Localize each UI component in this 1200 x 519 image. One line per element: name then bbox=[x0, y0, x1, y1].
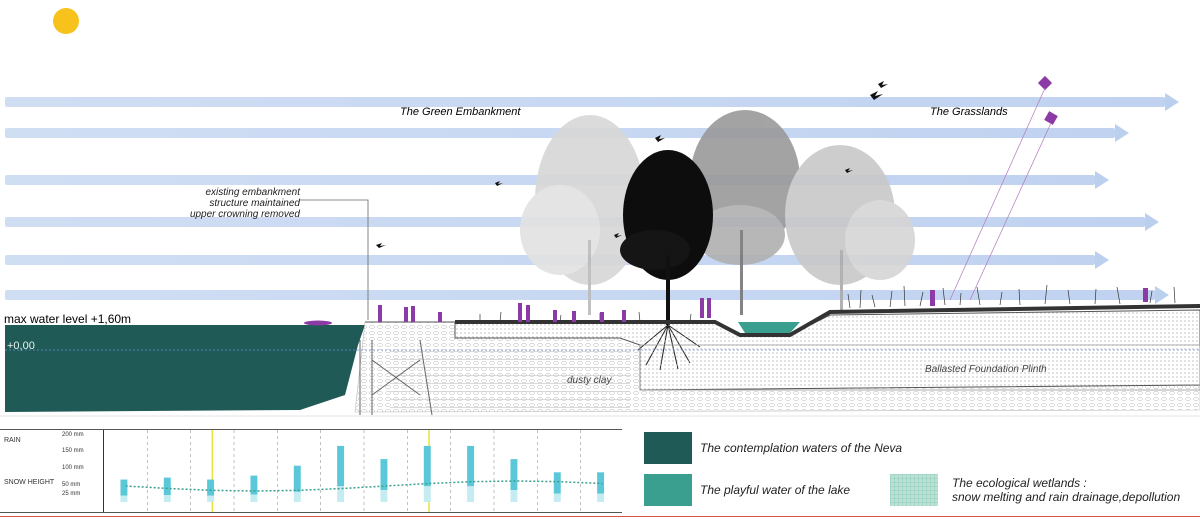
wind-arrow bbox=[5, 286, 1169, 304]
chart-bar-light bbox=[380, 489, 388, 502]
chart-row-rain: RAIN bbox=[4, 437, 21, 444]
chart-bar bbox=[337, 445, 345, 487]
grass-layer bbox=[455, 304, 1200, 337]
chart-bar-light bbox=[163, 495, 171, 502]
annotation-line-3: upper crowning removed bbox=[189, 209, 300, 220]
foundation-plinth bbox=[639, 344, 1200, 391]
climate-chart: RAIN SNOW HEIGHT 200 mm 150 mm 100 mm 50… bbox=[0, 429, 622, 513]
chart-bar bbox=[293, 465, 301, 492]
chart-tick: 200 mm bbox=[62, 432, 84, 438]
chart-bar-light bbox=[250, 494, 258, 502]
chart-bar-light bbox=[337, 486, 345, 502]
chart-bar-light bbox=[510, 489, 518, 502]
annotation-line-1: existing embankment bbox=[205, 187, 301, 198]
legend-wetlands-line-1: The ecological wetlands : bbox=[952, 476, 1087, 490]
green-embankment-title: The Green Embankment bbox=[400, 106, 521, 118]
trees-background bbox=[520, 110, 915, 315]
section-drawing bbox=[0, 75, 1200, 417]
chart-row-snow: SNOW HEIGHT bbox=[4, 479, 55, 486]
wind-arrow bbox=[5, 93, 1179, 111]
birds bbox=[376, 81, 888, 248]
legend-swatch-wetlands bbox=[890, 474, 938, 506]
chart-bar-light bbox=[597, 493, 605, 502]
lake-water bbox=[738, 322, 800, 333]
dusty-clay-label: dusty clay bbox=[567, 375, 612, 386]
max-water-level-label: max water level +1,60m bbox=[4, 312, 132, 326]
frame-bottom-line bbox=[0, 516, 1200, 517]
chart-bar bbox=[120, 479, 128, 496]
legend-wetlands: The ecological wetlands : snow melting a… bbox=[952, 476, 1180, 504]
neva-water bbox=[5, 325, 365, 412]
chart-bar-light bbox=[423, 486, 431, 502]
kites bbox=[949, 75, 1058, 301]
chart-bar bbox=[207, 479, 215, 496]
legend-neva: The contemplation waters of the Neva bbox=[700, 441, 903, 455]
tree-main bbox=[620, 150, 713, 371]
chart-tick: 100 mm bbox=[62, 465, 84, 471]
chart-bar bbox=[553, 472, 561, 494]
chart-tick: 25 mm bbox=[62, 491, 81, 497]
zero-level-label: +0,00 bbox=[7, 340, 35, 352]
legend-lake: The playful water of the lake bbox=[700, 483, 851, 497]
people-figures bbox=[304, 288, 1148, 326]
legend-swatch-neva bbox=[644, 432, 692, 464]
annotation-existing-embankment: existing embankment structure maintained… bbox=[186, 187, 300, 220]
chart-divider bbox=[103, 430, 104, 512]
chart-snow-curve bbox=[125, 480, 603, 492]
chart-bar bbox=[467, 445, 475, 487]
chart-bar-light bbox=[467, 486, 475, 502]
legend-wetlands-line-2: snow melting and rain drainage,depolluti… bbox=[952, 490, 1181, 504]
plinth-label: Ballasted Foundation Plinth bbox=[925, 364, 1047, 375]
annotation-leader bbox=[300, 199, 369, 320]
chart-bar bbox=[510, 459, 518, 490]
chart-tick: 150 mm bbox=[62, 448, 84, 454]
chart-bar-light bbox=[120, 495, 128, 502]
grasslands-title: The Grasslands bbox=[930, 106, 1008, 118]
embankment-piles bbox=[359, 339, 433, 416]
sun-icon bbox=[53, 8, 79, 34]
dusty-clay-layer bbox=[390, 345, 630, 410]
chart-bar-light bbox=[293, 491, 301, 502]
chart-bar bbox=[250, 475, 258, 495]
chart-bar-light bbox=[553, 493, 561, 502]
chart-tick: 50 mm bbox=[62, 482, 81, 488]
chart-plot bbox=[120, 430, 605, 512]
chart-bar-light bbox=[207, 495, 215, 502]
chart-bar bbox=[423, 445, 431, 487]
legend-swatch-lake bbox=[644, 474, 692, 506]
chart-bar bbox=[597, 472, 605, 494]
chart-bar bbox=[163, 477, 171, 496]
chart-bar bbox=[380, 459, 388, 490]
annotation-line-2: structure maintained bbox=[209, 198, 300, 209]
